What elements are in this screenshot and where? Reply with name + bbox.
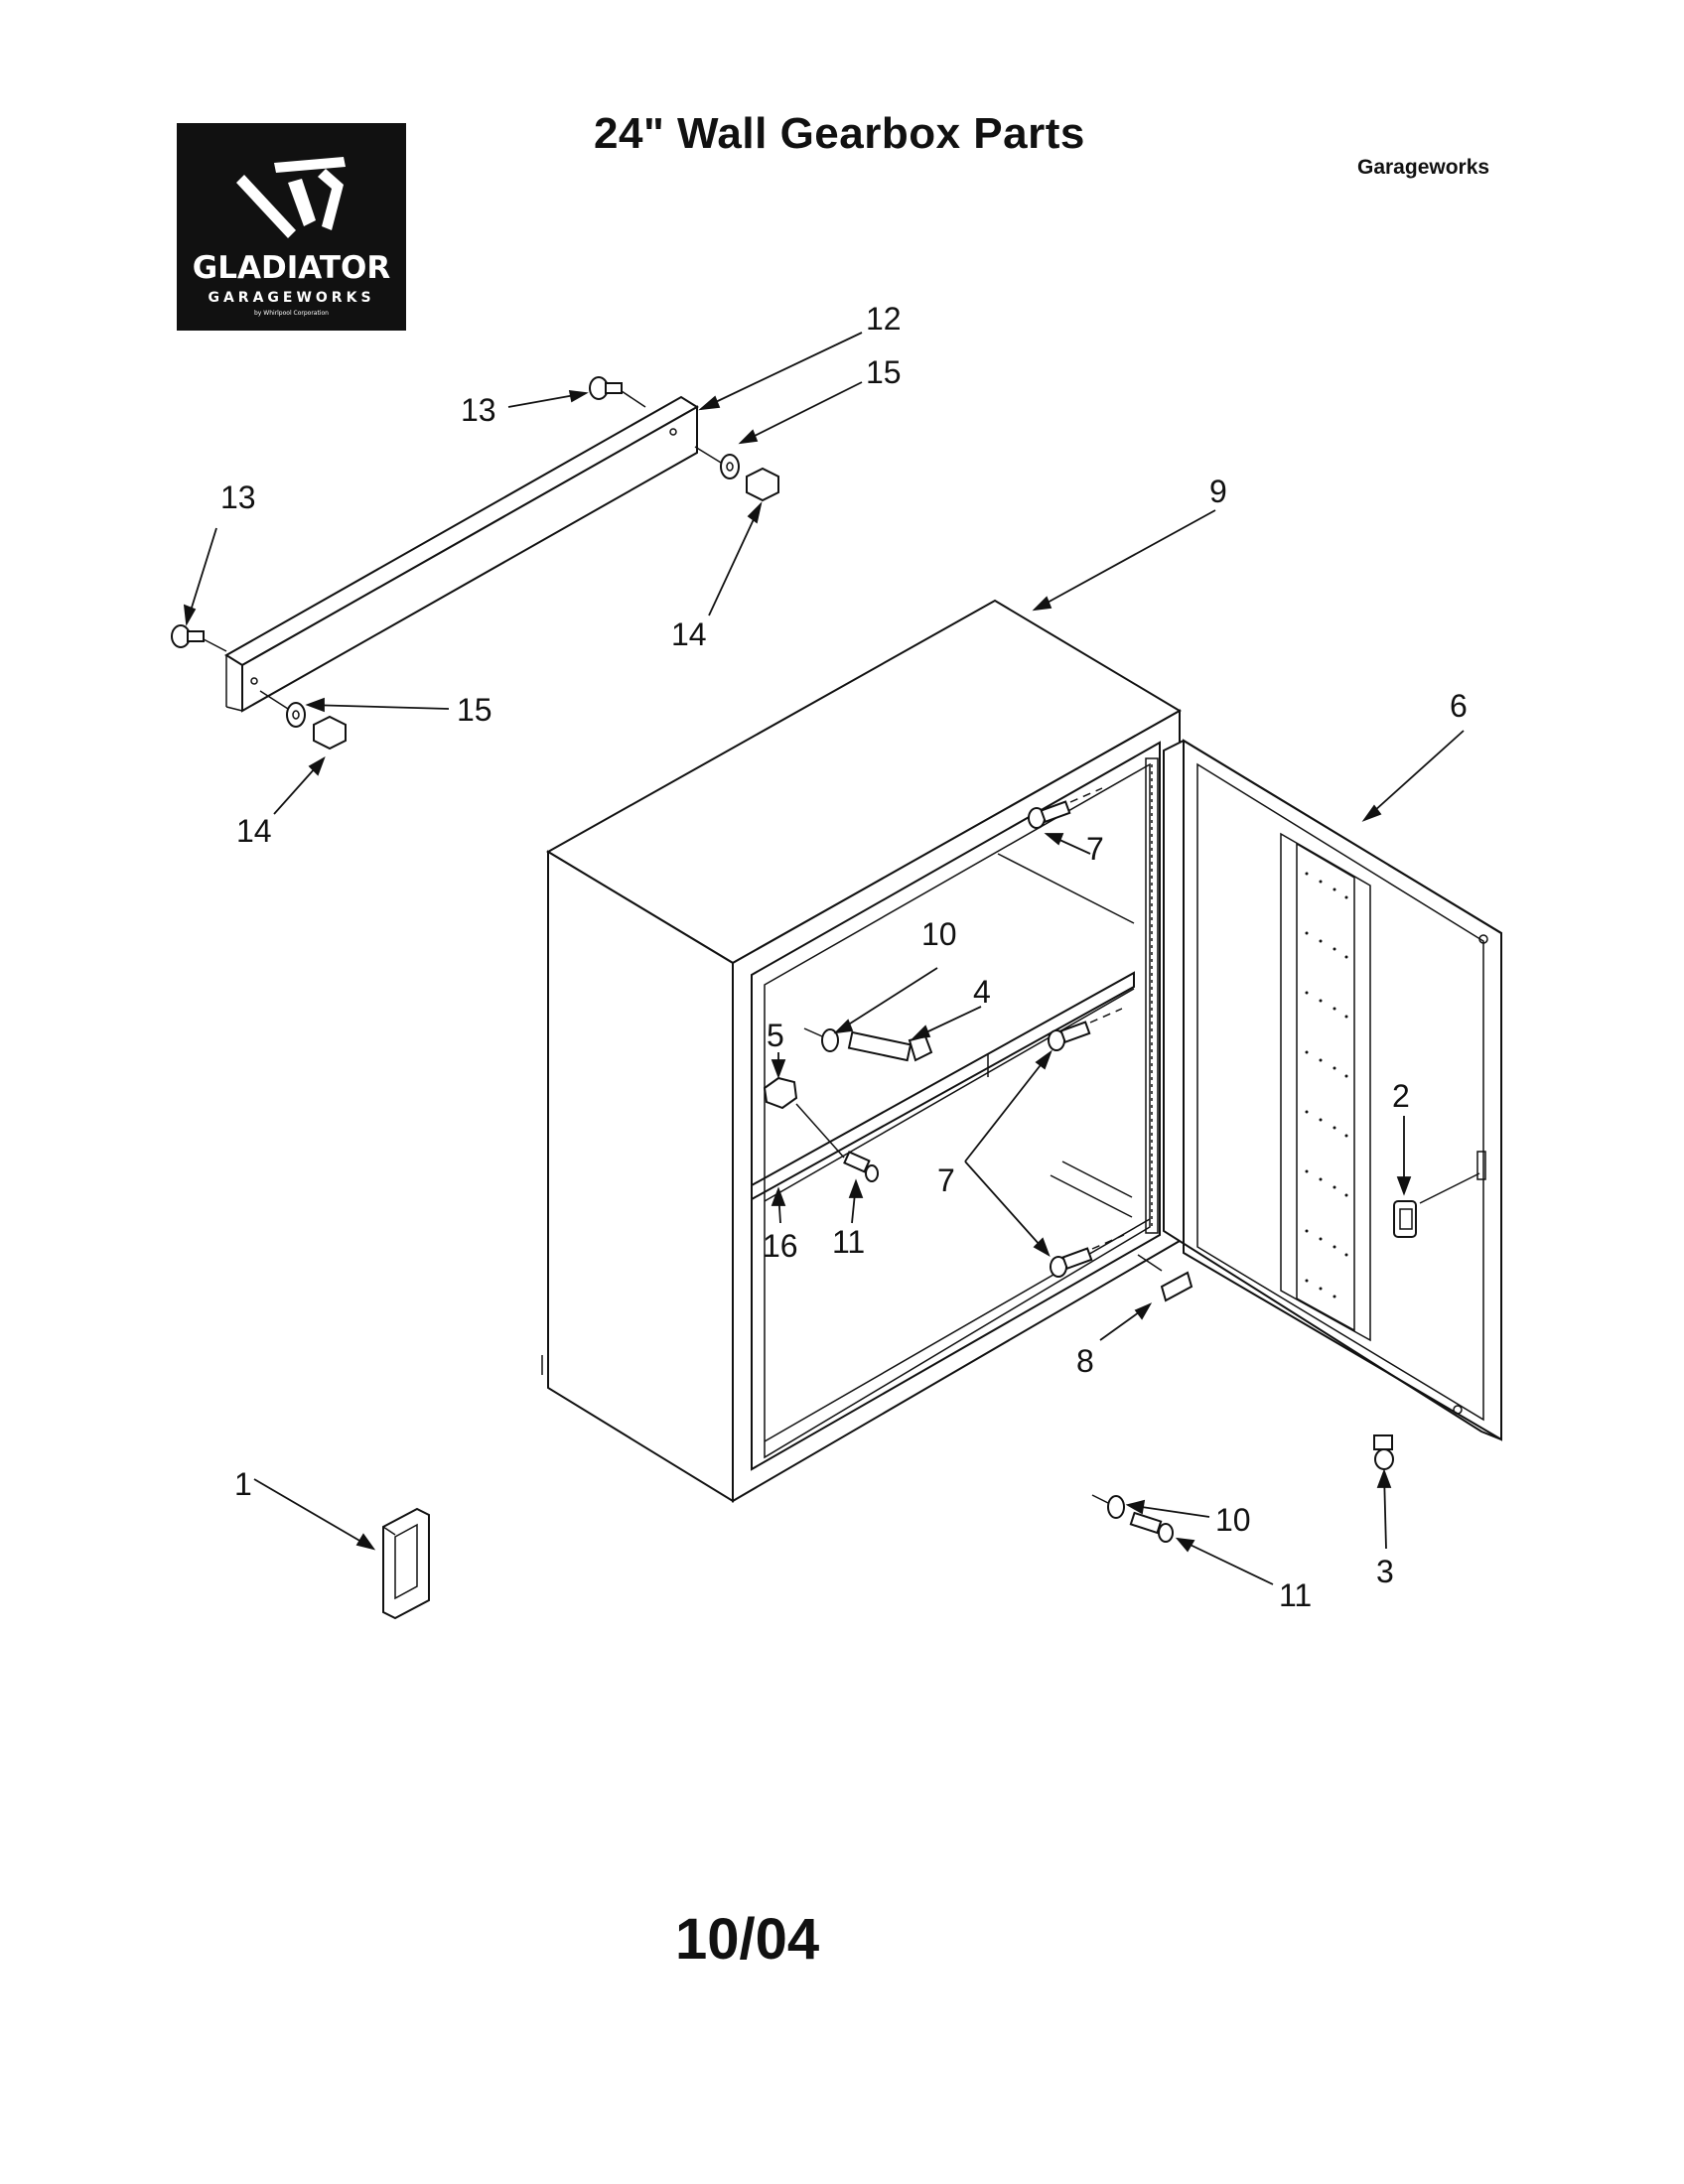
bolt-4-shelf	[847, 1030, 933, 1062]
screw-7-bottom	[1050, 1234, 1125, 1278]
cabinet-door	[1163, 739, 1502, 1441]
callout-11-lower: 11	[1279, 1577, 1312, 1613]
callout-8: 8	[1076, 1343, 1094, 1379]
page-title: 24" Wall Gearbox Parts	[594, 109, 1085, 158]
callout-14-lower: 14	[236, 813, 272, 849]
pin-11-lower	[1129, 1511, 1174, 1543]
screw-7-top	[1028, 787, 1103, 829]
callout-6: 6	[1450, 688, 1468, 724]
perforated-panel-dots	[1305, 872, 1348, 1298]
screw-7-middle	[1048, 1008, 1123, 1051]
brand-label: Garageworks	[1357, 156, 1490, 179]
logo-tagline: by Whirlpool Corporation	[254, 310, 329, 317]
callout-12: 12	[866, 301, 902, 337]
bolt-13-upper	[589, 376, 623, 400]
washer-10-shelf	[803, 1027, 839, 1052]
callout-3: 3	[1376, 1554, 1394, 1589]
callout-13-left: 13	[220, 479, 256, 515]
callout-5: 5	[767, 1018, 784, 1053]
pin-11-shelf	[843, 1151, 879, 1182]
revision-date: 10/04	[675, 1907, 820, 1972]
callout-11-shelf: 11	[832, 1224, 865, 1260]
gladiator-logo: GLADIATOR GARAGEWORKS by Whirlpool Corpo…	[177, 123, 406, 331]
cabinet-body	[541, 599, 1182, 1503]
hinge-pin-3	[1373, 1434, 1394, 1470]
callout-13-upper: 13	[461, 392, 496, 428]
mounting-rail	[224, 395, 699, 713]
callout-1: 1	[234, 1466, 252, 1502]
bolt-13-lower	[171, 624, 205, 648]
callout-2: 2	[1392, 1078, 1410, 1114]
callout-15-lower: 15	[457, 692, 492, 728]
callout-14-upper: 14	[671, 616, 707, 652]
callout-7-group: 7	[937, 1162, 955, 1198]
callout-16: 16	[763, 1228, 798, 1264]
callout-9: 9	[1209, 474, 1227, 509]
door-pad-8	[1137, 1254, 1193, 1302]
logo-wordmark: GLADIATOR	[192, 250, 391, 286]
callout-labels: 1 2 3 4 5 6 7 7 8 9 10 10 11 11 12 13 13…	[220, 301, 1468, 1613]
washer-10-lower	[1091, 1494, 1125, 1519]
logo-subline: GARAGEWORKS	[208, 290, 375, 306]
callout-15-upper: 15	[866, 354, 902, 390]
callout-10-shelf: 10	[921, 916, 957, 952]
handle-1	[382, 1507, 430, 1620]
callout-7-top: 7	[1086, 831, 1104, 867]
callout-4: 4	[973, 974, 991, 1010]
washer-15-lower	[286, 702, 306, 728]
logo-emblem-icon	[236, 157, 346, 238]
nut-14-upper	[746, 467, 779, 502]
washer-15-upper	[720, 454, 740, 479]
leader-lines	[183, 332, 1465, 1585]
nut-14-lower	[313, 715, 347, 751]
callout-10-lower: 10	[1215, 1502, 1251, 1538]
